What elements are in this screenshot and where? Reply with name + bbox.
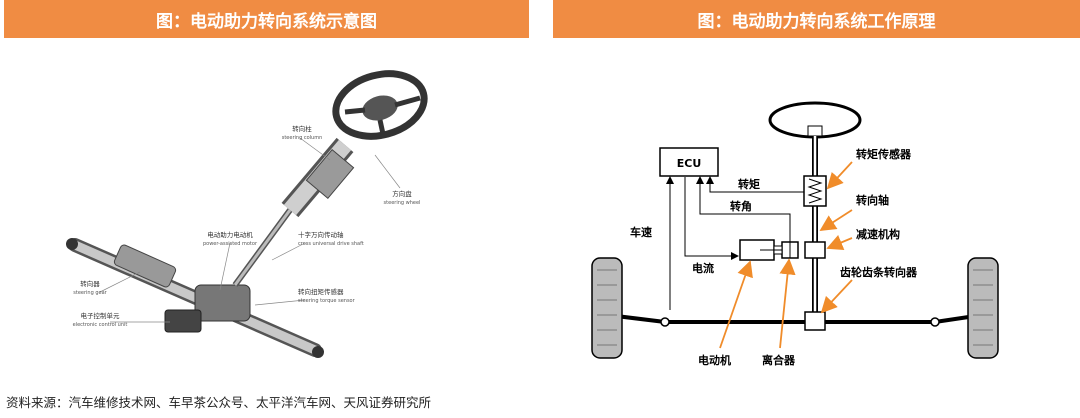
motor-label-en: power-assisted motor xyxy=(203,241,258,247)
speed-signal-label: 车速 xyxy=(630,225,652,239)
steering-wheel xyxy=(329,64,431,145)
torque-sensor-label: 转矩传感器 xyxy=(856,147,912,161)
universal-drive-shaft xyxy=(235,210,290,285)
left-tire xyxy=(592,258,622,358)
eps-principle-diagram: ECU 转矩 转角 车速 电流 转矩传感器 xyxy=(590,90,1000,380)
sensor-label-en: steering torque sensor xyxy=(298,298,356,304)
ecu-label-en: electronic control unit xyxy=(73,322,128,328)
column-label-en: steering column xyxy=(282,135,323,141)
wheel-label-cn: 方向盘 xyxy=(392,189,412,198)
reducer-label: 减速机构 xyxy=(856,227,900,241)
eps-assembly-illustration: 转向柱 steering column 方向盘 steering wheel 电… xyxy=(0,60,540,380)
rack-pinion-label: 齿轮齿条转向器 xyxy=(840,265,918,279)
column-label-cn: 转向柱 xyxy=(292,124,312,133)
right-figure-title: 图：电动助力转向系统工作原理 xyxy=(553,0,1080,38)
clutch-label: 离合器 xyxy=(762,353,796,367)
schematic-steering-wheel xyxy=(770,103,860,137)
torque-signal-label: 转矩 xyxy=(738,177,760,191)
torque-sensor xyxy=(804,176,826,206)
ecu-label: ECU xyxy=(677,157,702,170)
wheel-label-en: steering wheel xyxy=(384,200,421,206)
right-tire xyxy=(968,258,998,358)
angle-signal-label: 转角 xyxy=(730,199,752,213)
gear-label-en: steering gear xyxy=(73,290,107,296)
current-signal-label: 电流 xyxy=(692,261,714,275)
clutch-box xyxy=(782,242,798,258)
motor-label-cn: 电动助力电动机 xyxy=(207,230,253,239)
source-note: 资料来源：汽车维修技术网、车早茶公众号、太平洋汽车网、天风证券研究所 xyxy=(6,392,431,411)
shaft-label-en: cross universal drive shaft xyxy=(298,241,364,247)
left-figure-title: 图：电动助力转向系统示意图 xyxy=(4,0,529,38)
steering-shaft-label: 转向轴 xyxy=(856,193,889,207)
rack-linkage xyxy=(608,312,982,330)
ecu-label-cn: 电子控制单元 xyxy=(81,311,121,320)
reducer-box xyxy=(805,242,825,258)
sensor-label-cn: 转向扭矩传感器 xyxy=(298,287,344,296)
motor-label: 电动机 xyxy=(698,353,731,367)
shaft-label-cn: 十字万向传动轴 xyxy=(298,230,344,239)
gear-label-cn: 转向器 xyxy=(80,279,100,288)
steering-column xyxy=(290,145,354,210)
